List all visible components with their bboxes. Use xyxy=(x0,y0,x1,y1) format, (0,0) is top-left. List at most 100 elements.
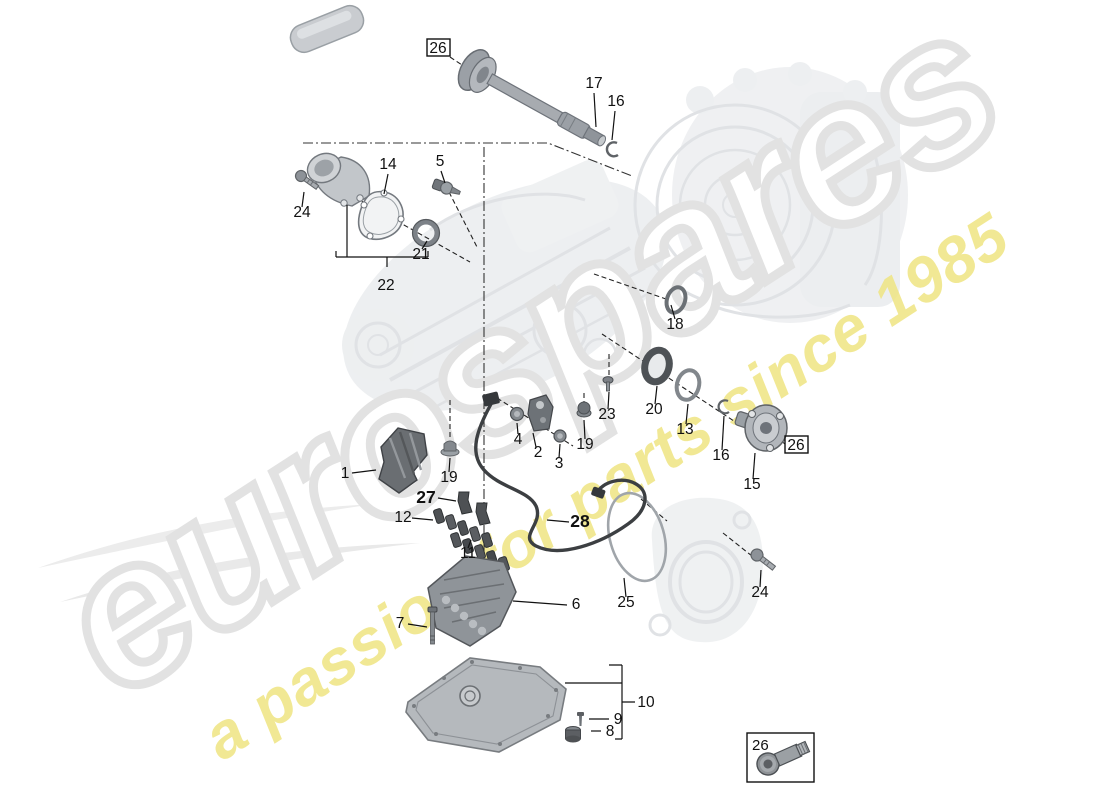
callout-label[interactable]: 1 xyxy=(341,465,350,482)
callout-11[interactable]: 11 xyxy=(460,545,476,562)
callout-label[interactable]: 8 xyxy=(606,723,615,740)
callout-label[interactable]: 15 xyxy=(743,476,760,493)
callout-label[interactable]: 28 xyxy=(570,511,590,531)
part-24-bolt-left xyxy=(294,169,320,190)
callout-label[interactable]: 5 xyxy=(436,153,445,170)
callout-label[interactable]: 7 xyxy=(396,615,405,632)
parts-layer xyxy=(289,4,811,776)
part-22-output-housing xyxy=(306,152,371,207)
callout-label[interactable]: 19 xyxy=(440,469,457,486)
callout-20[interactable]: 20 xyxy=(645,401,663,418)
callout-label[interactable]: 22 xyxy=(377,277,394,294)
callout-21[interactable]: 21 xyxy=(412,246,429,263)
callout-17[interactable]: 17 xyxy=(585,75,602,92)
faded-end-cover xyxy=(648,497,763,643)
part-15-flange xyxy=(734,404,788,452)
callout-label[interactable]: 20 xyxy=(645,401,663,418)
callout-14[interactable]: 14 xyxy=(379,156,397,173)
callout-label[interactable]: 9 xyxy=(614,711,623,728)
callout-7[interactable]: 7 xyxy=(396,615,405,632)
callout-label[interactable]: 25 xyxy=(617,594,634,611)
callout-13[interactable]: 13 xyxy=(676,421,693,438)
callout-22[interactable]: 22 xyxy=(377,277,394,294)
callout-label[interactable]: 26 xyxy=(752,737,769,754)
boundary-lines xyxy=(303,142,633,558)
callout-label[interactable]: 24 xyxy=(293,204,311,221)
callout-label[interactable]: 14 xyxy=(379,156,397,173)
part-19-bolt-left xyxy=(440,440,460,457)
callout-8[interactable]: 8 xyxy=(606,723,615,740)
callout-label[interactable]: 23 xyxy=(598,406,615,423)
callout-label[interactable]: 26 xyxy=(787,437,804,454)
callout-15[interactable]: 15 xyxy=(743,476,760,493)
callout-label[interactable]: 16 xyxy=(607,93,624,110)
callout-label[interactable]: 16 xyxy=(712,447,729,464)
part-17-drive-shaft xyxy=(457,49,607,147)
callout-label[interactable]: 12 xyxy=(394,509,411,526)
callout-27[interactable]: 27 xyxy=(416,487,435,507)
callout-26-shaft-box[interactable]: 26 xyxy=(426,38,451,57)
part-19-nut-right xyxy=(576,401,592,418)
callout-label[interactable]: 11 xyxy=(460,545,476,562)
callout-box-frame[interactable] xyxy=(426,38,451,57)
part-12-solenoid-row xyxy=(433,508,493,548)
callout-label[interactable]: 10 xyxy=(637,694,655,711)
callout-9[interactable]: 9 xyxy=(614,711,623,728)
callout-24-left[interactable]: 24 xyxy=(293,204,311,221)
part-21-seal-ring-edge xyxy=(411,218,441,248)
part-5-sensor xyxy=(431,178,461,195)
callout-label[interactable]: 2 xyxy=(534,444,543,461)
callout-box-frame[interactable] xyxy=(746,732,815,783)
callout-2[interactable]: 2 xyxy=(534,444,543,461)
part-24-bolt-right xyxy=(750,548,777,571)
callout-label[interactable]: 19 xyxy=(576,436,593,453)
callout-1[interactable]: 1 xyxy=(341,465,350,482)
part-9-screw xyxy=(577,712,584,726)
callout-label[interactable]: 6 xyxy=(572,596,581,613)
callout-4[interactable]: 4 xyxy=(514,431,523,448)
callout-label[interactable]: 17 xyxy=(585,75,602,92)
callout-label[interactable]: 27 xyxy=(416,487,435,507)
part-10-oil-pan xyxy=(405,657,567,753)
callout-26-legend-box[interactable]: 26 xyxy=(746,732,815,783)
callout-23[interactable]: 23 xyxy=(598,406,615,423)
callout-16-top[interactable]: 16 xyxy=(607,93,624,110)
part-14-gasket xyxy=(357,189,405,240)
part-cover-cap xyxy=(289,4,365,54)
part-18-ring xyxy=(664,285,688,315)
callout-label[interactable]: 4 xyxy=(514,431,523,448)
callout-28[interactable]: 28 xyxy=(570,511,590,531)
callout-12[interactable]: 12 xyxy=(394,509,411,526)
callout-19-left[interactable]: 19 xyxy=(440,469,457,486)
callout-3[interactable]: 3 xyxy=(555,455,564,472)
part-4-nut xyxy=(509,406,525,422)
part-16-circlip-mid xyxy=(717,399,730,415)
callout-5[interactable]: 5 xyxy=(436,153,445,170)
part-13-ring xyxy=(674,368,702,402)
callout-label[interactable]: 21 xyxy=(412,246,429,263)
callout-16-mid[interactable]: 16 xyxy=(712,447,729,464)
callout-24-right[interactable]: 24 xyxy=(751,584,769,601)
part-6-valve-body xyxy=(427,555,517,647)
callout-label[interactable]: 3 xyxy=(555,455,564,472)
part-8-plug xyxy=(565,726,581,743)
leader-lines xyxy=(301,92,762,740)
callout-label[interactable]: 26 xyxy=(429,40,446,57)
callout-box-frame[interactable] xyxy=(784,435,809,454)
callout-18[interactable]: 18 xyxy=(666,316,683,333)
part-26-legend-bolt xyxy=(756,740,811,776)
part-3-nut xyxy=(553,429,567,443)
callout-label[interactable]: 18 xyxy=(666,316,683,333)
watermark-brand-text: eurospares xyxy=(17,0,1035,739)
callout-10[interactable]: 10 xyxy=(637,694,655,711)
callout-25[interactable]: 25 xyxy=(617,594,634,611)
callout-label[interactable]: 13 xyxy=(676,421,693,438)
callout-6[interactable]: 6 xyxy=(572,596,581,613)
callout-19-right[interactable]: 19 xyxy=(576,436,593,453)
callout-label[interactable]: 24 xyxy=(751,584,769,601)
callout-26-flange-box[interactable]: 26 xyxy=(784,435,809,454)
part-2-sensor xyxy=(527,394,554,432)
